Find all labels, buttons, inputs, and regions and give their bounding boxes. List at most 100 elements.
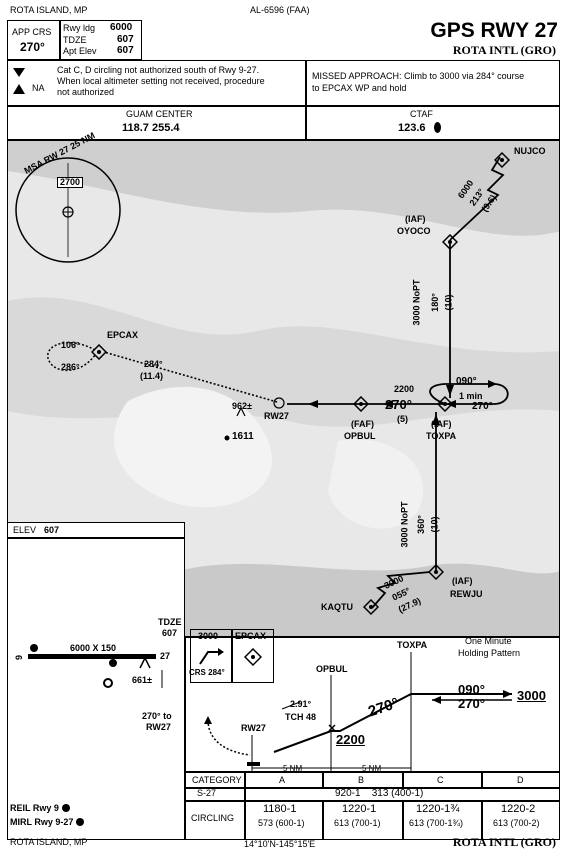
runway-27-label: 27: [160, 651, 171, 661]
apt-elev-label: Apt Elev: [63, 46, 97, 56]
diagram-note-270: 270° to: [142, 711, 172, 721]
nujco-label: NUJCO: [514, 146, 546, 156]
toxpa-iaf: (IAF): [431, 419, 452, 429]
app-crs-label: APP CRS: [12, 27, 52, 37]
msa-altitude: 2700: [57, 177, 84, 188]
dist-left: 5 NM: [283, 764, 303, 773]
missed-approach-1: MISSED APPROACH: Climb to 3000 via 284° …: [312, 71, 525, 81]
tdze-label: TDZE: [63, 35, 87, 45]
circling-c-sub: 613 (700-1¾): [409, 818, 464, 828]
diagram-tdze-value: 607: [162, 628, 178, 638]
ma-icon-alt: 3000: [198, 631, 219, 641]
toxpa-hold-270: 270°: [472, 401, 493, 412]
obstacle-1611: 1611: [232, 431, 254, 442]
elev-value: 607: [44, 525, 60, 535]
apt-elev-value: 607: [117, 45, 134, 56]
oyoco-iaf: (IAF): [405, 214, 426, 224]
rw27-label: RW27: [264, 411, 289, 421]
guam-center-label: GUAM CENTER: [126, 109, 193, 119]
minimums-table: [185, 772, 560, 840]
leg-crs-270: 270°: [385, 397, 412, 412]
ma-icon-box-1: [190, 629, 232, 683]
diagram-symbols: [30, 644, 163, 688]
briefing-box: [7, 20, 142, 60]
ctaf-freq: 123.6: [398, 122, 426, 134]
profile-seg-alt: 2200: [336, 732, 365, 747]
diagram-tdze-label: TDZE: [158, 617, 182, 627]
ma-waypoint-icon: [244, 648, 262, 666]
s27-value: 920-1 313 (400-1): [335, 788, 424, 799]
profile-rw27: RW27: [241, 723, 266, 733]
note-line-2: When local altimeter setting not receive…: [57, 76, 265, 86]
obstacle-962: 962±: [232, 401, 252, 411]
category-a: A: [279, 775, 286, 785]
procedure-title: GPS RWY 27: [430, 19, 558, 42]
notes-box: [7, 60, 560, 106]
climb-arrow-icon: [199, 648, 224, 665]
note-line-1: Cat C, D circling not authorized south o…: [57, 65, 260, 75]
waypoint-nujco-icon: [494, 152, 510, 168]
reil-note: REIL Rwy 9: [10, 803, 59, 813]
tch: TCH 48: [285, 712, 317, 722]
toxpa-hold-1min: 1 min: [459, 391, 483, 401]
circling-c-main: 1220-1¾: [416, 803, 460, 815]
category-d: D: [517, 775, 524, 785]
guam-center-freq: 118.7 255.4: [122, 122, 180, 134]
category-c: C: [437, 775, 444, 785]
waypoint-opbul-icon: [353, 396, 369, 412]
toxpa-hold-090: 090°: [456, 376, 477, 387]
waypoint-rewju-icon: [428, 564, 444, 580]
category-b: B: [358, 775, 365, 785]
missed-dist: (11.4): [140, 371, 164, 381]
comms-box: [7, 106, 560, 140]
leg-alt-2200: 2200: [394, 384, 415, 394]
oyoco-label: OYOCO: [397, 226, 431, 236]
runway-9-27: [28, 654, 156, 659]
epcax-label: EPCAX: [107, 330, 139, 340]
toxpa-label: TOXPA: [426, 431, 457, 441]
profile-hold-090: 090°: [458, 682, 485, 697]
leg-dist-5: (5): [397, 414, 408, 424]
profile-toxpa: TOXPA: [397, 640, 428, 650]
category-label: CATEGORY: [192, 775, 242, 785]
beacon-icon: [30, 644, 38, 652]
na-label: NA: [32, 83, 45, 93]
circling-b-sub: 613 (700-1): [334, 818, 381, 828]
circling-d-sub: 613 (700-2): [493, 818, 540, 828]
elev-label: ELEV: [13, 525, 37, 535]
mirl-note: MIRL Rwy 9-27: [10, 817, 74, 827]
missed-crs: 284°: [144, 359, 163, 369]
tdze-value: 607: [117, 34, 134, 45]
rewju-label: REWJU: [450, 589, 483, 599]
s27-label: S-27: [197, 788, 217, 798]
ma-icon-wp: EPCAX: [235, 631, 267, 641]
ma-icon-crs: CRS 284°: [189, 668, 225, 677]
circling-d-main: 1220-2: [501, 803, 536, 815]
profile-hold-3000: 3000: [517, 688, 546, 703]
triangle-a-icon: [13, 84, 25, 94]
glide-angle: 2.91°: [290, 699, 312, 709]
mirl-icon: [76, 818, 84, 826]
circling-a-main: 1180-1: [263, 803, 297, 815]
ma-icon-box-2: [232, 629, 274, 683]
missed-approach-2: to EPCAX WP and hold: [312, 83, 407, 93]
profile-view: [185, 637, 560, 772]
waypoint-epcax-icon: [91, 344, 107, 360]
diagram-note-rw27: RW27: [146, 722, 171, 732]
waypoint-kaqtu-icon: [363, 599, 379, 615]
kaqtu-label: KAQTU: [321, 602, 353, 612]
ctaf-label: CTAF: [410, 109, 433, 119]
pcl-icon: [434, 122, 441, 133]
rwy-ldg-label: Rwy ldg: [63, 23, 96, 33]
epcax-hold-286: 286°: [61, 362, 80, 372]
waypoint-toxpa-icon: [437, 396, 453, 412]
circling-b-main: 1220-1: [342, 803, 377, 815]
opbul-label: OPBUL: [344, 431, 376, 441]
airport-diagram: [7, 522, 185, 840]
rwy-ldg-value: 6000: [110, 22, 133, 33]
footer-coords: 14°10'N-145°15'E: [244, 839, 316, 849]
waypoint-oyoco-icon: [442, 234, 458, 250]
